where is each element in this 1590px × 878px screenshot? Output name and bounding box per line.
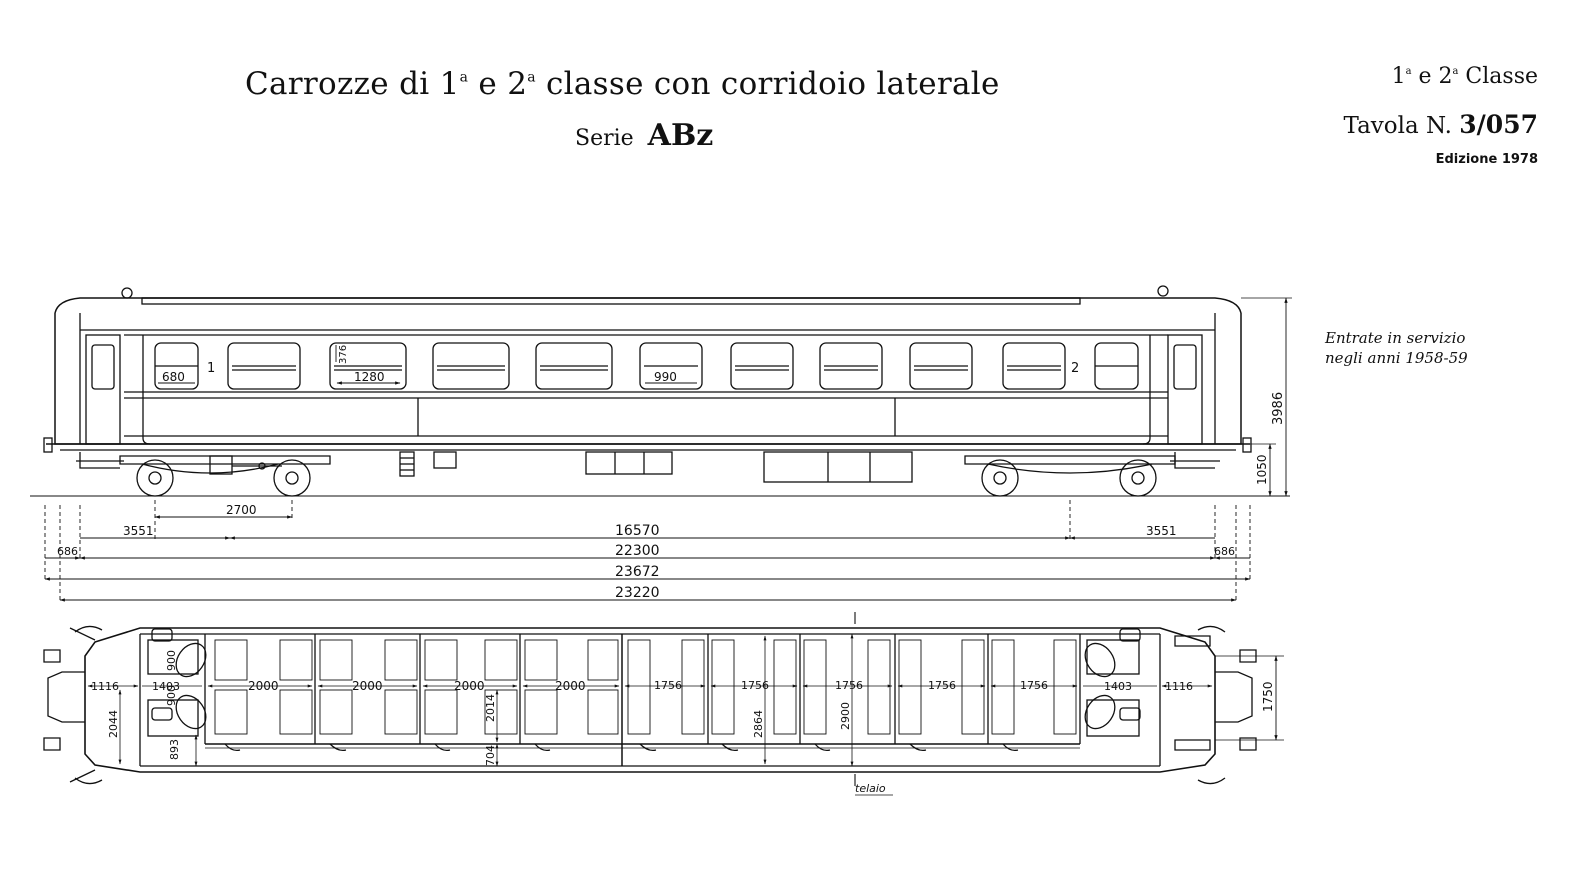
class-mark-left: 1 (207, 361, 215, 376)
window-dim-376: 376 (338, 345, 349, 364)
class-label: 1a e 2a Classe (1391, 64, 1538, 89)
dim-overhang-left: 3551 (123, 524, 154, 538)
plate-number: Tavola N. 3/057 (1343, 110, 1538, 139)
window-dim-990: 990 (654, 370, 677, 384)
second-class-compartment-2: 1756 (741, 679, 769, 692)
series-code: ABz (647, 118, 714, 153)
frame-label: telaio (855, 782, 886, 795)
dim-buffer-right: 686 (1214, 545, 1235, 558)
height-total: 3986 (1271, 392, 1286, 425)
service-note: Entrate in servizio negli anni 1958-59 (1325, 329, 1468, 367)
left-bogie (119, 455, 331, 497)
first-class-compartment-1: 2000 (248, 679, 279, 693)
dim-bogie-centers: 16570 (615, 523, 660, 539)
dim-door-width: 893 (168, 739, 181, 760)
first-class-compartment-4: 2000 (555, 679, 586, 693)
first-class-compartment-3: 2000 (454, 679, 485, 693)
length-dimension-lines (44, 500, 1251, 602)
second-class-compartment-5: 1756 (1020, 679, 1048, 692)
dim-toilet-depth-2: 900 (165, 685, 178, 706)
dim-body-length: 22300 (615, 543, 660, 559)
floor-plan (43, 612, 1284, 796)
dim-compartment-depth: 2014 (484, 694, 497, 722)
dim-over-buffers: 23672 (615, 564, 660, 580)
dim-corridor-width: 704 (484, 745, 497, 766)
dim-vestibule-left: 1116 (91, 680, 119, 693)
right-bogie (964, 455, 1176, 497)
dim-bogie-wheelbase: 2700 (226, 503, 257, 517)
first-class-compartment-2: 2000 (352, 679, 383, 693)
page-title: Carrozze di 1a e 2a classe con corridoio… (245, 66, 1000, 102)
dim-toilet-right: 1403 (1104, 680, 1132, 693)
dim-inner-width-1: 2864 (752, 710, 765, 738)
window-dim-680: 680 (162, 370, 185, 384)
dim-buffer-left: 686 (57, 545, 78, 558)
dim-gangway-width: 1750 (1261, 681, 1275, 712)
side-windows (154, 342, 1139, 390)
dim-overhang-right: 3551 (1146, 524, 1177, 538)
dim-vestibule-depth: 2044 (107, 710, 120, 738)
second-class-compartment-4: 1756 (928, 679, 956, 692)
dim-inner-width-2: 2900 (839, 702, 852, 730)
second-class-compartment-1: 1756 (654, 679, 682, 692)
dim-vestibule-right: 1116 (1165, 680, 1193, 693)
window-dim-1280: 1280 (354, 370, 385, 384)
floor-height: 1050 (1255, 454, 1269, 485)
dim-toilet-depth-1: 900 (165, 650, 178, 671)
dim-toilet-left: 1403 (152, 680, 180, 693)
edition-label: Edizione 1978 (1435, 152, 1538, 167)
dim-frame-length: 23220 (615, 585, 660, 601)
class-mark-right: 2 (1071, 361, 1079, 376)
second-class-compartment-3: 1756 (835, 679, 863, 692)
side-elevation (30, 285, 1292, 497)
